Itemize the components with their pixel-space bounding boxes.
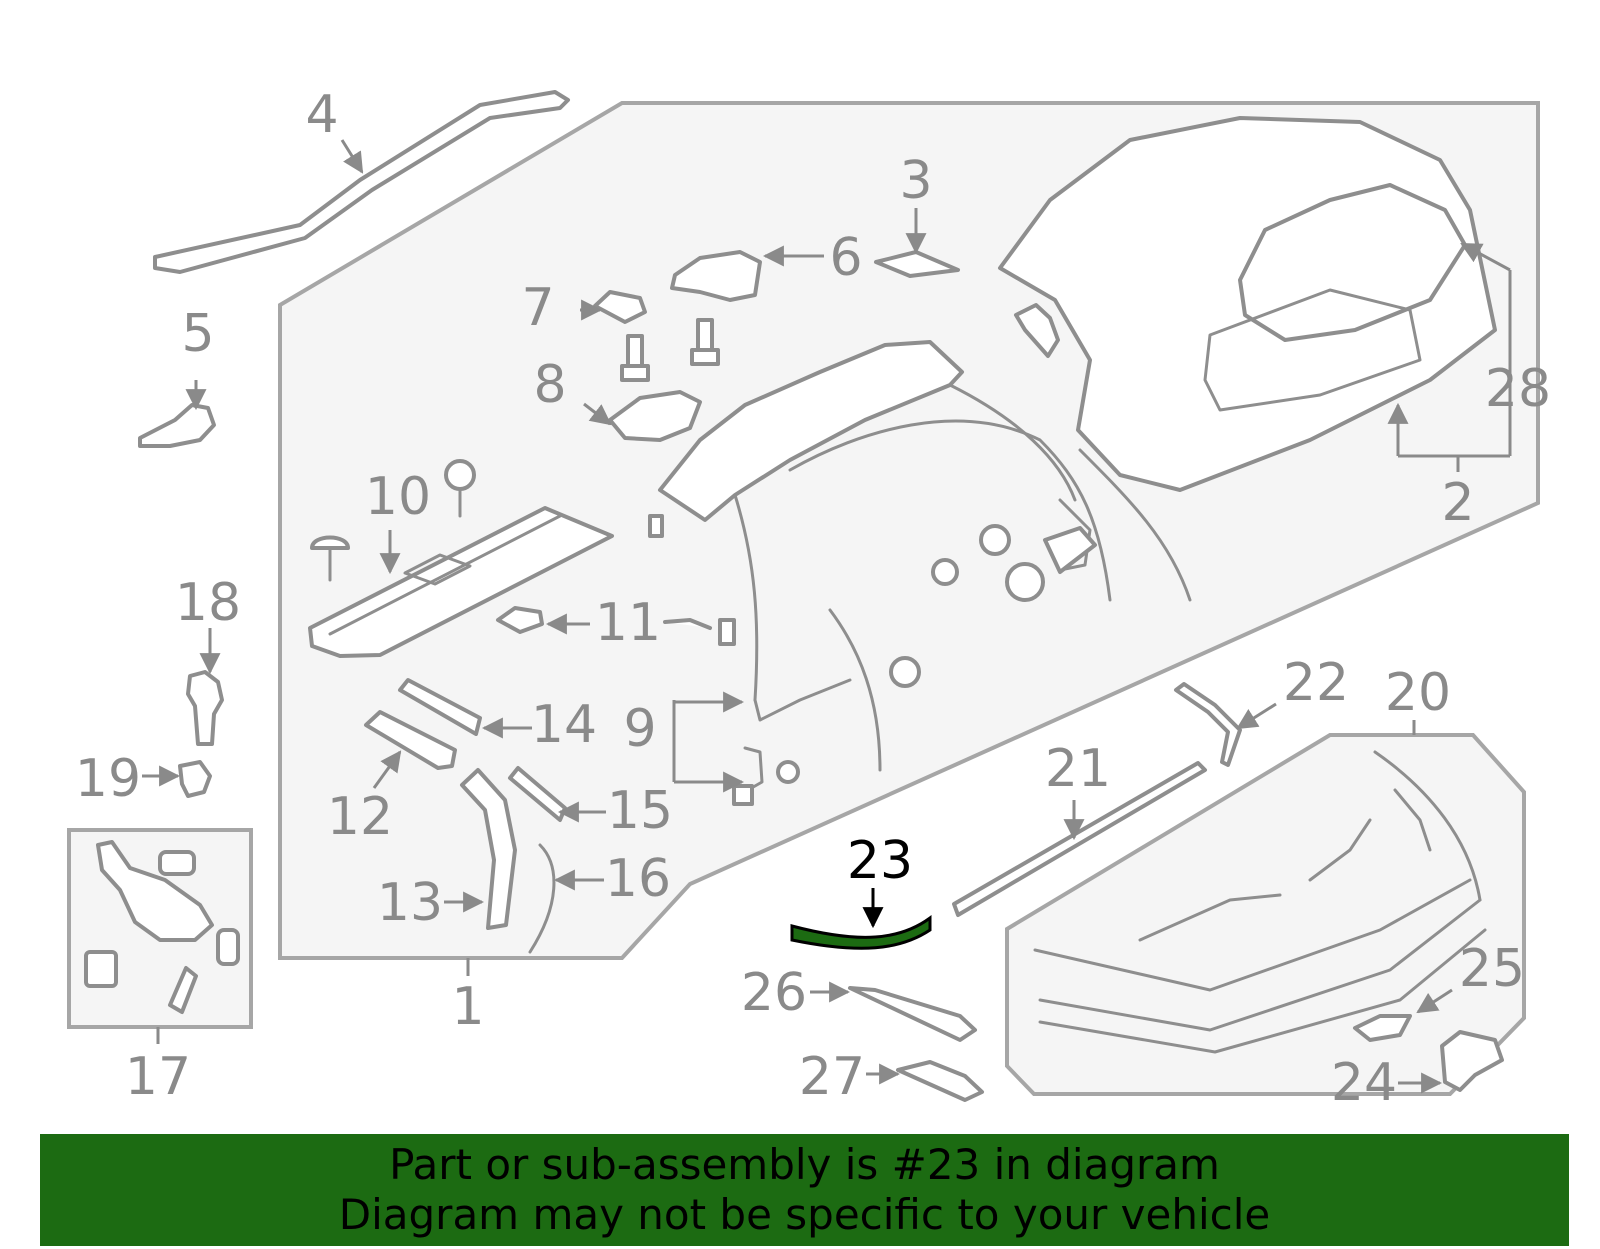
- part-11-pad: [496, 606, 544, 634]
- callout-23: 23: [847, 831, 913, 891]
- callout-25: 25: [1459, 939, 1525, 999]
- callout-2: 2: [1441, 473, 1474, 533]
- callout-3: 3: [899, 151, 932, 211]
- top-frame: [648, 340, 1192, 772]
- callout-1: 1: [451, 977, 484, 1037]
- callout-9: 9: [623, 699, 656, 759]
- info-banner: Part or sub-assembly is #23 in diagram D…: [40, 1134, 1569, 1246]
- callout-14: 14: [531, 695, 597, 755]
- assembly-panel-20: [1005, 733, 1526, 1096]
- callout-28: 28: [1485, 359, 1551, 419]
- part-6-bracket: [670, 250, 762, 302]
- callout-24: 24: [1331, 1053, 1397, 1113]
- part-16-seal: [528, 843, 556, 954]
- callout-12: 12: [327, 787, 393, 847]
- part-23-highlighted: [790, 915, 932, 950]
- part-7-pad: [593, 290, 647, 324]
- part-20-boot-frame: [1033, 750, 1487, 1054]
- callout-26: 26: [741, 963, 807, 1023]
- part-8-bracket: [608, 390, 702, 442]
- part-18-clip: [186, 670, 224, 746]
- callout-16: 16: [605, 849, 671, 909]
- part-10-fasteners: [310, 459, 476, 582]
- part-5-bracket: [138, 403, 216, 448]
- part-4-trim-strip: [153, 90, 570, 274]
- callout-10: 10: [365, 467, 431, 527]
- part-12-bracket: [364, 710, 457, 770]
- part-26-strip: [848, 986, 977, 1042]
- banner-line-1: Part or sub-assembly is #23 in diagram: [389, 1140, 1220, 1189]
- callout-20: 20: [1385, 663, 1451, 723]
- callout-4: 4: [305, 85, 338, 145]
- bolts: [620, 318, 720, 382]
- part-13-pillar-trim: [460, 768, 517, 930]
- callout-11: 11: [595, 593, 661, 653]
- callout-15: 15: [607, 781, 673, 841]
- leader-lines: [142, 139, 1512, 1094]
- callout-6: 6: [829, 228, 862, 288]
- banner-line-2: Diagram may not be specific to your vehi…: [338, 1190, 1271, 1239]
- callout-13: 13: [377, 873, 443, 933]
- callout-8: 8: [533, 355, 566, 415]
- part-2-soft-top: [998, 116, 1497, 492]
- part-19-clip: [178, 760, 212, 798]
- part-22-trim: [1174, 682, 1242, 767]
- callout-21: 21: [1045, 739, 1111, 799]
- callout-5: 5: [181, 304, 214, 364]
- part-17-mechanism: [84, 840, 240, 1014]
- callout-27: 27: [799, 1047, 865, 1107]
- part-14-strip: [398, 678, 482, 736]
- callout-7: 7: [521, 278, 554, 338]
- part-24-bracket: [1440, 1030, 1504, 1092]
- callout-18: 18: [175, 573, 241, 633]
- callout-labels: 1 2 3 4 5 6 7 8 9 10 11 12 13 14 15 16 1…: [75, 85, 1551, 1113]
- part-25-pad: [1353, 1014, 1412, 1042]
- callout-17: 17: [125, 1047, 191, 1107]
- callout-19: 19: [75, 749, 141, 809]
- callout-22: 22: [1283, 653, 1349, 713]
- part-27-strip: [896, 1060, 984, 1102]
- part-3-pad: [874, 250, 960, 278]
- part-10-shelf: [308, 506, 614, 658]
